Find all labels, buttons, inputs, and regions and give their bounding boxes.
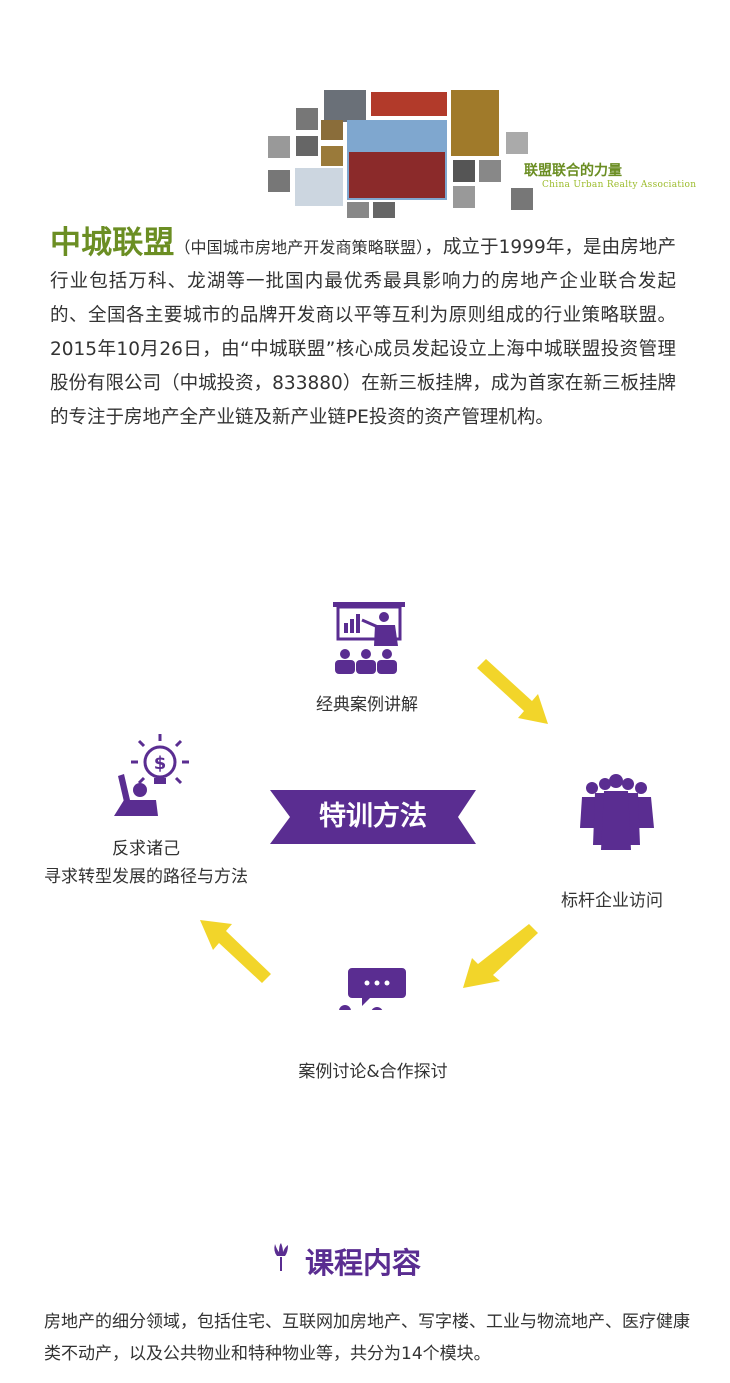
photo	[453, 186, 475, 208]
photo	[451, 90, 499, 156]
step-label-discussion: 案例讨论&合作探讨	[298, 1062, 448, 1082]
photo	[268, 136, 290, 158]
photo	[511, 188, 533, 210]
intro-text: ，成立于1999年，是由房地产行业包括万科、龙湖等一批国内最优秀最具影响力的房地…	[50, 237, 676, 428]
training-diagram-graphics: $	[114, 602, 654, 1010]
photo	[347, 202, 369, 218]
business-people-icon	[580, 774, 654, 850]
banner-slogan: 联盟联合的力量	[524, 163, 622, 179]
step-label-case-study: 经典案例讲解	[316, 695, 418, 715]
photo	[349, 152, 445, 198]
course-section-title: 课程内容	[305, 1246, 422, 1280]
brand-name: 中城联盟	[50, 225, 175, 261]
arrow-icon	[200, 659, 548, 988]
photo	[296, 108, 318, 130]
photo	[268, 170, 290, 192]
banner-slogan-english: China Urban Realty Association	[542, 180, 697, 190]
photo	[296, 136, 318, 156]
idea-bulb-icon: $	[114, 734, 189, 816]
photo	[453, 160, 475, 182]
photo	[371, 92, 447, 116]
brand-full-name: （中国城市房地产开发商策略联盟）	[174, 238, 425, 257]
ribbon-banner	[270, 790, 476, 844]
photo	[506, 132, 528, 154]
step-label-reflection-line2: 寻求转型发展的路径与方法	[44, 867, 248, 887]
intro-paragraph: 中城联盟（中国城市房地产开发商策略联盟），成立于1999年，是由房地产行业包括万…	[50, 226, 676, 435]
course-description: 房地产的细分领域，包括住宅、互联网加房地产、写字楼、工业与物流地产、医疗健康类不…	[44, 1312, 690, 1364]
svg-text:$: $	[154, 753, 167, 774]
torch-icon	[274, 1243, 288, 1271]
step-label-company-visit: 标杆企业访问	[561, 891, 663, 911]
photo	[324, 90, 366, 122]
presentation-icon	[333, 602, 405, 674]
photo	[479, 160, 501, 182]
photo	[321, 120, 343, 140]
training-method-title: 特训方法	[319, 801, 427, 832]
photo-collage	[265, 88, 533, 220]
photo	[321, 146, 343, 166]
step-label-reflection-line1: 反求诸己	[112, 839, 180, 859]
photo	[295, 168, 343, 206]
photo	[373, 202, 395, 218]
discussion-icon	[339, 968, 406, 1010]
